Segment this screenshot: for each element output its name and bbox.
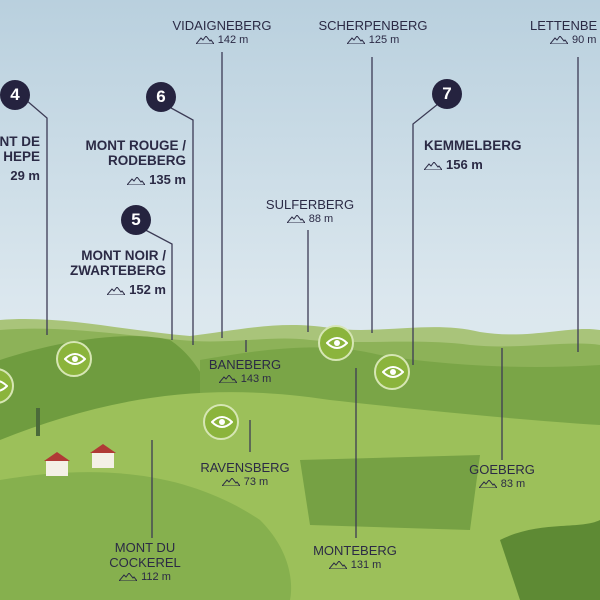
- mountain-icon: [119, 573, 137, 581]
- viewpoint-eye-icon[interactable]: [56, 341, 92, 377]
- hill-label-vidaigneberg: VIDAIGNEBERG 142 m: [166, 18, 278, 48]
- mountain-icon: [550, 36, 568, 44]
- hill-name: NT DE: [0, 134, 40, 149]
- mountain-icon: [127, 177, 145, 185]
- hill-altitude: 125 m: [368, 34, 400, 46]
- hill-altitude: 90 m: [572, 34, 597, 46]
- mountain-icon: [287, 215, 305, 223]
- hill-name: HEPE: [3, 149, 40, 164]
- hill-altitude: 142 m: [217, 34, 249, 46]
- hill-label-scherpenberg: SCHERPENBERG 125 m: [308, 18, 438, 48]
- hill-label-ravensberg: RAVENSBERG 73 m: [190, 460, 300, 490]
- hill-altitude: 112 m: [141, 571, 171, 583]
- hill-label-goeberg: GOEBERG 83 m: [452, 462, 552, 492]
- hill-altitude: 143 m: [240, 373, 272, 385]
- hill-altitude: 83 m: [500, 478, 526, 490]
- hill-label-monteberg: MONTEBERG 131 m: [300, 543, 410, 573]
- mountain-icon: [107, 287, 125, 295]
- hill-altitude: 88 m: [308, 213, 334, 225]
- mountain-icon: [222, 478, 240, 486]
- hill-name: MONT NOIR /: [81, 248, 166, 263]
- mountain-icon: [347, 36, 365, 44]
- hill-badge-7[interactable]: 7: [432, 79, 462, 109]
- hill-altitude: 73 m: [243, 476, 269, 488]
- hill-label-sulferberg: SULFERBERG 88 m: [255, 197, 365, 227]
- hill-badge-4[interactable]: 4: [0, 80, 30, 110]
- hill-altitude: 131 m: [350, 559, 382, 571]
- mountain-icon: [479, 480, 497, 488]
- hill-label-baneberg: BANEBERG 143 m: [190, 357, 300, 387]
- hill-label-mont-du-cockerel: MONT DU COCKEREL 112 m: [90, 540, 200, 585]
- hill-badge-6[interactable]: 6: [146, 82, 176, 112]
- hill-name: MONT DU: [114, 540, 176, 555]
- mountain-icon: [424, 162, 442, 170]
- viewpoint-eye-icon[interactable]: [203, 404, 239, 440]
- mountain-icon: [196, 36, 214, 44]
- hill-badge-5[interactable]: 5: [121, 205, 151, 235]
- hill-name: MONTEBERG: [313, 543, 397, 558]
- hill-altitude: 152 m: [129, 282, 166, 297]
- viewpoint-eye-icon[interactable]: [318, 325, 354, 361]
- hill-label-mont-noir: MONT NOIR / ZWARTEBERG 152 m: [60, 248, 166, 297]
- hill-label-4: NT DE HEPE 29 m: [0, 134, 40, 183]
- mountain-icon: [219, 375, 237, 383]
- hill-name: RODEBERG: [107, 153, 186, 168]
- hill-label-mont-rouge: MONT ROUGE / RODEBERG 135 m: [72, 138, 187, 187]
- hill-altitude: 29 m: [10, 168, 40, 183]
- hill-name: KEMMELBERG: [424, 138, 522, 153]
- viewpoint-eye-icon[interactable]: [374, 354, 410, 390]
- hill-name: VIDAIGNEBERG: [172, 18, 272, 33]
- hill-name: GOEBERG: [469, 462, 535, 477]
- hill-label-lettenberg: LETTENBE 90 m: [530, 18, 597, 48]
- hill-name: ZWARTEBERG: [70, 263, 166, 278]
- hill-name: SCHERPENBERG: [318, 18, 428, 33]
- hill-name: SULFERBERG: [265, 197, 355, 212]
- hill-altitude: 156 m: [446, 157, 483, 172]
- hill-label-kemmelberg: KEMMELBERG 156 m: [424, 138, 522, 172]
- hill-name: LETTENBE: [530, 18, 598, 33]
- mountain-icon: [329, 561, 347, 569]
- hill-altitude: 135 m: [149, 172, 186, 187]
- hill-name: BANEBERG: [208, 357, 282, 372]
- hill-name: RAVENSBERG: [200, 460, 290, 475]
- hill-name: MONT ROUGE /: [85, 138, 187, 153]
- hill-name: COCKEREL: [109, 555, 181, 570]
